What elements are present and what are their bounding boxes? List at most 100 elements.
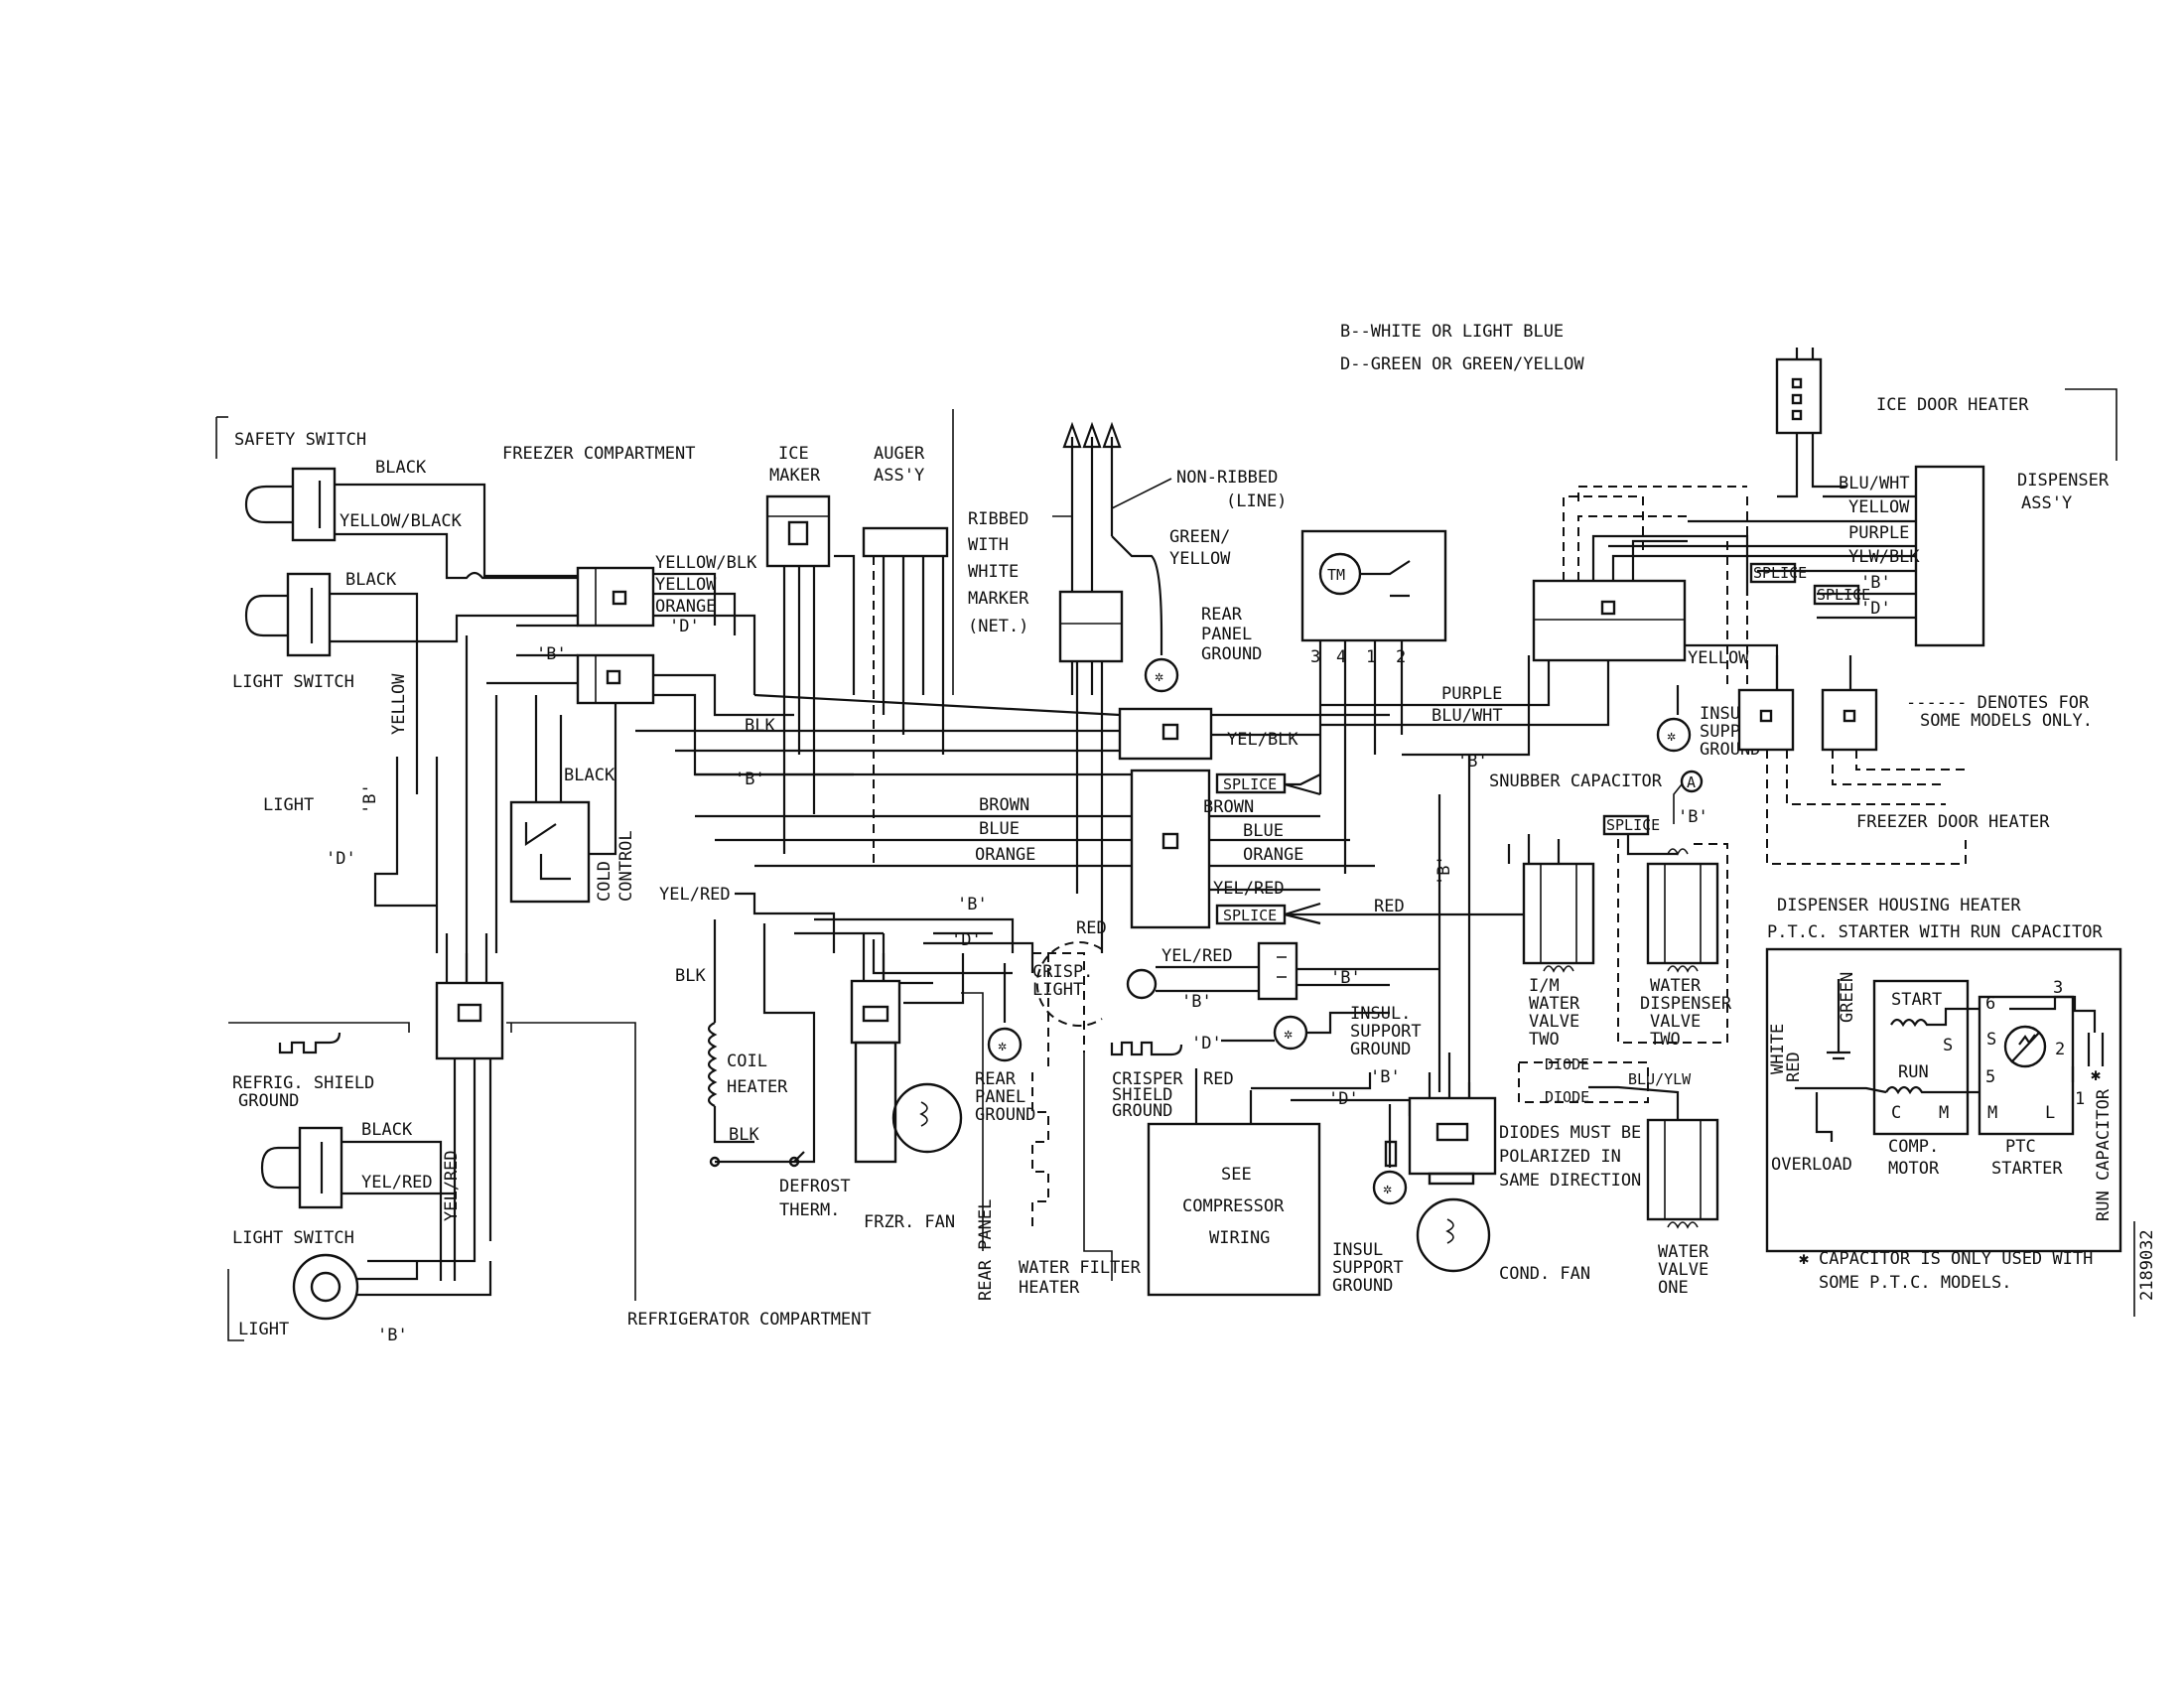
wire-b-6: 'B': [1678, 807, 1708, 827]
auger-label-2: ASS'Y: [874, 466, 924, 486]
wire-b-vertical: 'B': [1434, 855, 1454, 886]
refrigerator-connector: [435, 981, 504, 1060]
motor-terminal-s2: S: [1986, 1030, 1996, 1050]
wire-yellow-blk-1: YELLOW/BLK: [655, 553, 757, 573]
splice-2: SPLICE: [1215, 904, 1287, 925]
capacitor-note-star: ✱: [1799, 1249, 1809, 1269]
light-bulb-bottom: [292, 1253, 492, 1321]
crisper-shield-label-2: SHIELD: [1112, 1085, 1172, 1105]
comp-motor-box: [1872, 979, 1970, 1136]
cold-control-label-1: COLD: [595, 861, 614, 902]
motor-terminal-l: L: [2045, 1103, 2055, 1123]
marker-a-text: A: [1687, 773, 1696, 791]
wire-yel-red-left: YEL/RED: [659, 885, 731, 905]
ptc-terminal-6: 6: [1985, 994, 1995, 1014]
splice-3: SPLICE: [1749, 562, 1807, 584]
crisper-shield-ground: [1110, 1041, 1183, 1056]
terminal-1: 1: [1366, 647, 1376, 667]
comp-motor-label-1: COMP.: [1888, 1137, 1939, 1157]
defrost-timer: TM: [1300, 529, 1447, 642]
frzr-fan-label: FRZR. FAN: [864, 1212, 955, 1232]
freezer-door-heater-label: FREEZER DOOR HEATER: [1856, 812, 2050, 832]
condenser-fan: [1408, 1096, 1497, 1273]
svg-text:SPLICE: SPLICE: [1817, 586, 1870, 604]
wire-b-1: 'B': [360, 783, 380, 814]
marker-a: [1680, 770, 1704, 793]
wire-brown-left: BROWN: [979, 795, 1029, 815]
ice-door-heater-plug: [1775, 348, 1823, 435]
wire-ylw-blk: YLW/BLK: [1848, 547, 1920, 567]
insul-support-b-label-1: INSUL: [1332, 1240, 1383, 1260]
wire-blu-wht-2: BLU/WHT: [1839, 474, 1910, 493]
safety-switch: [244, 467, 337, 542]
rear-panel-ground-label-1: REAR: [1201, 605, 1243, 625]
dispenser-housing-heater-label: DISPENSER HOUSING HEATER: [1777, 896, 2021, 915]
run-label: RUN: [1898, 1062, 1929, 1082]
comp-motor-label-2: MOTOR: [1888, 1159, 1940, 1179]
dashed-note-1: ------ DENOTES FOR: [1906, 693, 2090, 713]
refrig-shield-label-1: REFRIG. SHIELD: [232, 1073, 374, 1093]
crisp-light-label-2: LIGHT: [1032, 980, 1083, 1000]
refrig-shield-label-2: GROUND: [238, 1091, 299, 1111]
insul-support-label-2: SUPPORT: [1350, 1022, 1422, 1042]
wire-orange-left: ORANGE: [975, 845, 1035, 865]
coil-heater-label-1: COIL: [727, 1052, 767, 1071]
light-mid-label: LIGHT: [263, 795, 314, 815]
ptc-starter-box: [1765, 947, 2122, 1253]
im-valve-label-4: TWO: [1529, 1030, 1560, 1050]
terminal-3: 3: [1310, 647, 1320, 667]
capacitor-note-2: SOME P.T.C. MODELS.: [1819, 1273, 2011, 1293]
doc-number: 2189032: [2137, 1229, 2157, 1301]
motor-terminal-c: C: [1891, 1103, 1901, 1123]
wire-orange-1: ORANGE: [655, 597, 716, 617]
see-comp-label-1: SEE: [1221, 1165, 1252, 1185]
legend-b-note: B--WHITE OR LIGHT BLUE: [1340, 322, 1564, 342]
asterisk-marker: ✱: [2091, 1065, 2101, 1085]
crisper-light: [1035, 941, 1158, 1027]
heater-connector-left: [1737, 688, 1795, 752]
water-filter-label-1: WATER FILTER: [1019, 1258, 1142, 1278]
rear-panel-ground2-label-3: GROUND: [975, 1105, 1035, 1125]
water-valve-one-label-2: VALVE: [1658, 1260, 1708, 1280]
cold-control: [509, 800, 591, 904]
refrigerator-compartment-label: REFRIGERATOR COMPARTMENT: [627, 1310, 872, 1330]
center-connector-upper: [1118, 707, 1213, 761]
svg-text:✲: ✲: [998, 1037, 1007, 1054]
wire-b-7: 'B': [957, 895, 988, 914]
wire-d-3: 'D': [1860, 599, 1891, 619]
overload-label: OVERLOAD: [1771, 1155, 1852, 1175]
svg-text:✲: ✲: [1667, 727, 1676, 745]
ribbed-label-4: MARKER: [968, 589, 1029, 609]
wire-purple-2: PURPLE: [1848, 523, 1909, 543]
wire-purple-1: PURPLE: [1441, 684, 1502, 704]
defrost-label-2: THERM.: [779, 1200, 840, 1220]
ice-door-heater-label: ICE DOOR HEATER: [1876, 395, 2029, 415]
ptc-terminal-3: 3: [2053, 978, 2063, 998]
rear-panel-ground-label-3: GROUND: [1201, 644, 1262, 664]
ptc-terminal-5: 5: [1985, 1067, 1995, 1087]
wire-d-4: 'D': [951, 930, 982, 950]
freezer-fan: [850, 979, 963, 1164]
water-valve-one-label-3: ONE: [1658, 1278, 1689, 1298]
wire-blk-1: BLK: [745, 716, 775, 736]
splice-1: SPLICE: [1215, 772, 1287, 794]
wire-b-11: 'B': [377, 1326, 408, 1345]
nonribbed-label-1: NON-RIBBED: [1176, 468, 1278, 488]
diode-label-2: DIODE: [1545, 1088, 1589, 1106]
insul-support-label-1: INSUL.: [1350, 1004, 1411, 1024]
light-bottom-label: LIGHT: [238, 1320, 289, 1339]
wire-yellow-vertical: YELLOW: [389, 673, 409, 735]
svg-text:✲: ✲: [1284, 1025, 1293, 1043]
wire-yel-red-crisp: YEL/RED: [1161, 946, 1233, 966]
connector-block-1: [576, 566, 655, 628]
crisp-light-label-1: CRISP.: [1032, 962, 1093, 982]
svg-text:SPLICE: SPLICE: [1223, 907, 1277, 924]
auger-label-1: AUGER: [874, 444, 925, 464]
rear-panel-ground2-label-1: REAR: [975, 1069, 1017, 1089]
rear-panel-label: REAR PANEL: [976, 1199, 996, 1301]
line-terminal-block: [1058, 590, 1124, 663]
freezer-compartment-label: FREEZER COMPARTMENT: [502, 444, 695, 464]
wire-black-1: BLACK: [375, 458, 427, 478]
dispenser-water-valve: [1646, 848, 1719, 973]
svg-text:✲: ✲: [1383, 1180, 1392, 1197]
